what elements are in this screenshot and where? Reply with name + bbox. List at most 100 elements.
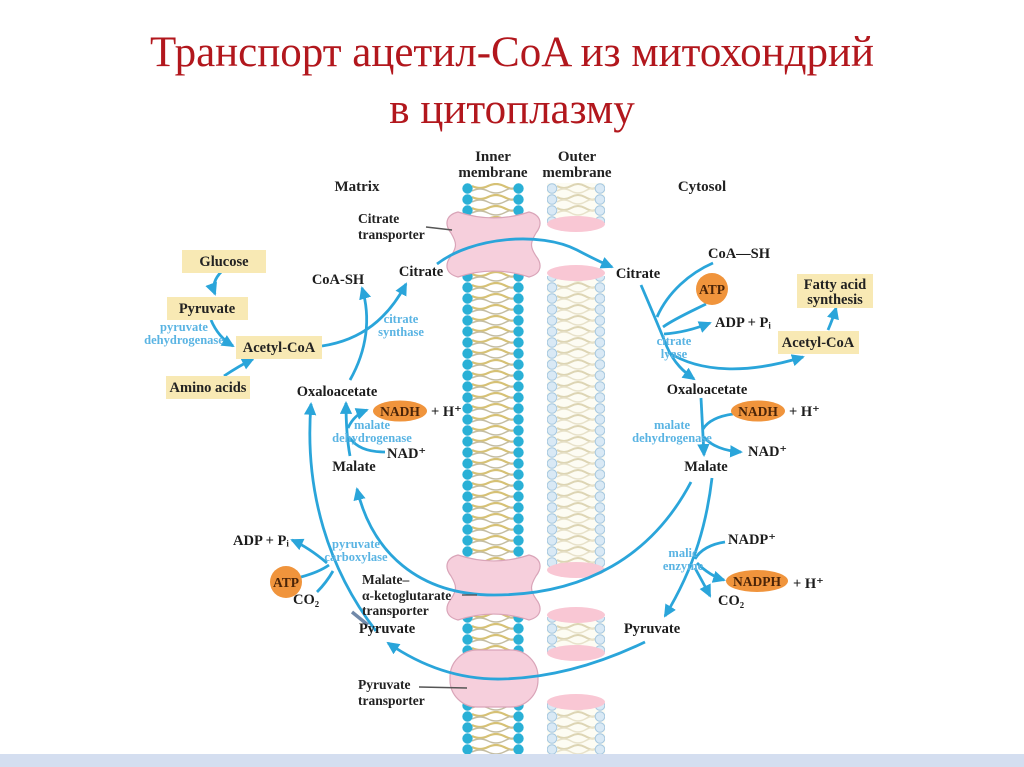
plus-h-matrix-label: + H⁺ — [431, 404, 462, 420]
malate-akg-transporter-label-line1: Malate– — [362, 572, 409, 587]
acetylcoa-box-matrix — [236, 336, 322, 359]
arrow-citrate-transport — [436, 237, 614, 269]
malate-dehydrogenase-cytosol-label-line1: malate — [654, 418, 691, 432]
slide-title-line2: в цитоплазму — [389, 86, 635, 133]
arrow-pyruvate-to-acetylcoa — [209, 319, 235, 348]
acetylcoa-box-cytosol — [778, 331, 859, 354]
citrate-cytosol-label: Citrate — [616, 266, 661, 282]
line-nadh-in-cytosol — [701, 412, 734, 430]
arrow-to-acetylcoa-cytosol — [667, 350, 805, 371]
porin-cap — [547, 645, 605, 661]
co2-cytosol-label: CO₂ — [718, 593, 744, 609]
pyruvate-dehydrogenase-label-line2: dehydrogenase — [144, 333, 224, 347]
coash-matrix-label: CoA-SH — [312, 272, 365, 288]
pyruvate-cytosol-label: Pyruvate — [624, 621, 681, 637]
arrow-malic-enzyme — [663, 477, 714, 618]
pyruvate-box — [167, 297, 248, 320]
oxaloacetate-matrix-label: Oxaloacetate — [297, 384, 378, 400]
aminoacids-box — [166, 376, 250, 399]
porin-cap — [547, 694, 605, 710]
cytosol-pathway: CoA—SH Citrate ATP ADP + Pᵢ citrate lyas… — [616, 246, 873, 637]
line-nad-in-matrix — [348, 437, 386, 454]
atp-matrix-oval — [270, 566, 302, 598]
atp-matrix-label: ATP — [273, 575, 299, 590]
adp-pi-cytosol-label: ADP + Pᵢ — [715, 315, 771, 331]
malate-dehydrogenase-cytosol-label-line2: dehydrogenase — [632, 431, 712, 445]
porin-cap — [547, 562, 605, 578]
malate-akg-transporter-label-line2: α-ketoglutarate — [362, 588, 451, 603]
arrow-aminoacids-to-acetylcoa — [223, 357, 255, 378]
citrate-transporter-shape — [446, 211, 541, 278]
pyruvate-box-label: Pyruvate — [179, 301, 236, 317]
outer-membrane-label-line1: Outer — [558, 149, 597, 165]
bottom-accent-bar — [0, 754, 1024, 767]
nadp-label: NADP⁺ — [728, 532, 776, 548]
inner-membrane-label-line1: Inner — [475, 149, 511, 165]
citrate-transporter-label-line1: Citrate — [358, 211, 399, 226]
arrow-acetylcoa-to-fattyacid — [826, 306, 839, 331]
nad-cytosol-label: NAD⁺ — [748, 444, 787, 460]
citrate-transporter-leader — [425, 226, 453, 231]
nadh-cytosol-oval — [731, 400, 785, 422]
fatty-acid-synthesis-box — [797, 274, 873, 308]
matrix-label: Matrix — [335, 179, 380, 195]
arrow-adp-out-matrix — [290, 538, 328, 565]
acetylcoa-matrix-label: Acetyl-CoA — [243, 340, 316, 356]
porin-cap — [547, 265, 605, 281]
malate-cytosol-label: Malate — [684, 459, 728, 475]
adp-pi-matrix-label: ADP + Pᵢ — [233, 533, 289, 549]
citrate-synthase-label-line1: citrate — [384, 312, 419, 326]
nad-matrix-label: NAD⁺ — [387, 446, 426, 462]
porin-cap — [547, 216, 605, 232]
cytosol-label: Cytosol — [678, 179, 726, 195]
pyruvate-carboxylase-label-line2: carboxylase — [324, 550, 388, 564]
plus-h-nadph-label: + H⁺ — [793, 576, 824, 592]
coash-cytosol-label: CoA—SH — [708, 246, 771, 262]
plus-h-nadh-cytosol-label: + H⁺ — [789, 404, 820, 420]
malic-enzyme-label-line1: malic — [668, 546, 698, 560]
outer-membrane-segment — [547, 276, 605, 571]
pyruvate-dehydrogenase-label-line1: pyruvate — [160, 320, 208, 334]
malate-dehydrogenase-matrix-label-line1: malate — [354, 418, 391, 432]
arrow-adp-out-cytosol — [663, 321, 712, 336]
nadh-matrix-label: NADH — [380, 404, 420, 419]
line-atp-in-matrix — [300, 563, 330, 579]
nadh-cytosol-label: NADH — [738, 404, 778, 419]
malate-matrix-label: Malate — [332, 459, 376, 475]
malate-akg-transporter-shape — [446, 554, 541, 621]
outer-membrane-label-line2: membrane — [542, 165, 611, 181]
line-atp-in-cytosol — [662, 302, 707, 329]
pyruvate-matrix-label: Pyruvate — [359, 621, 416, 637]
slide-title: Транспорт ацетил-CoA из митохондрий в ци… — [0, 24, 1024, 138]
outer-membrane — [547, 183, 605, 754]
acetylcoa-cytosol-label: Acetyl-CoA — [782, 335, 855, 351]
co2-matrix-label: CO₂ — [293, 592, 319, 608]
reaction-arrows — [205, 237, 839, 681]
citrate-matrix-label: Citrate — [399, 264, 444, 280]
matrix-pathway: Glucose Pyruvate Acetyl-CoA Amino acids … — [144, 250, 462, 637]
inner-membrane-label-line2: membrane — [458, 165, 527, 181]
arrow-oxaloacetate-to-coash — [348, 286, 372, 381]
line-co2-in-matrix — [316, 570, 335, 593]
citrate-synthase-label-line2: synthase — [378, 325, 424, 339]
oxaloacetate-cytosol-label: Oxaloacetate — [667, 382, 748, 398]
leader-dash — [350, 610, 370, 627]
arrow-pyruvate-carboxylase — [303, 402, 378, 632]
malate-akg-transporter-label-line3: transporter — [362, 603, 429, 618]
porin-cap — [547, 607, 605, 623]
citrate-transporter-label-line2: transporter — [358, 227, 425, 242]
nadph-oval — [726, 570, 788, 592]
arrow-acetylcoa-to-citrate — [321, 282, 408, 348]
arrow-malate-transport — [353, 481, 693, 597]
aminoacids-label: Amino acids — [170, 380, 247, 396]
nadh-matrix-oval — [373, 400, 427, 422]
arrow-glucose-to-pyruvate — [205, 270, 224, 296]
arrow-nad-out-cytosol — [702, 436, 743, 458]
arrow-malate-to-oxaloacetate-matrix — [339, 401, 353, 457]
line-coash-in-cytosol — [655, 261, 714, 318]
arrow-to-nadh-matrix — [346, 408, 369, 429]
atp-cytosol-label: ATP — [699, 282, 725, 297]
line-nadp-in-cytosol — [693, 540, 726, 560]
arrow-nadph-out — [696, 562, 726, 583]
